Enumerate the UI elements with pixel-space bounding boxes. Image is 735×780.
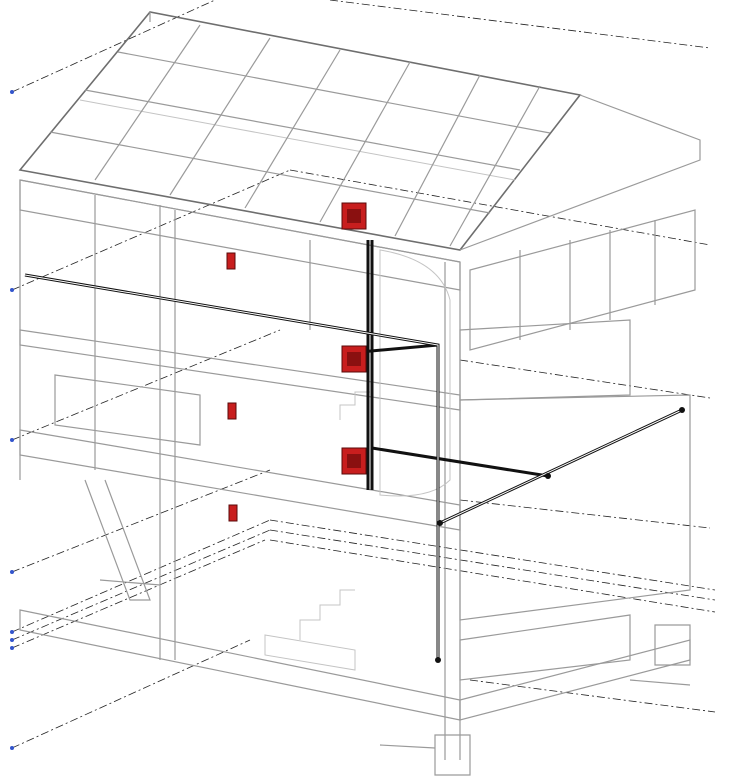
fixture-level2[interactable] [227, 402, 237, 420]
conduit-runs [24, 240, 685, 663]
fixture-level1[interactable] [228, 504, 238, 522]
panel-lower[interactable] [341, 447, 367, 475]
panel-middle[interactable] [341, 345, 367, 373]
panel-upper[interactable] [341, 202, 367, 230]
level-lines [10, 0, 716, 750]
fixture-level3[interactable] [226, 252, 236, 270]
building-structure [19, 179, 696, 776]
